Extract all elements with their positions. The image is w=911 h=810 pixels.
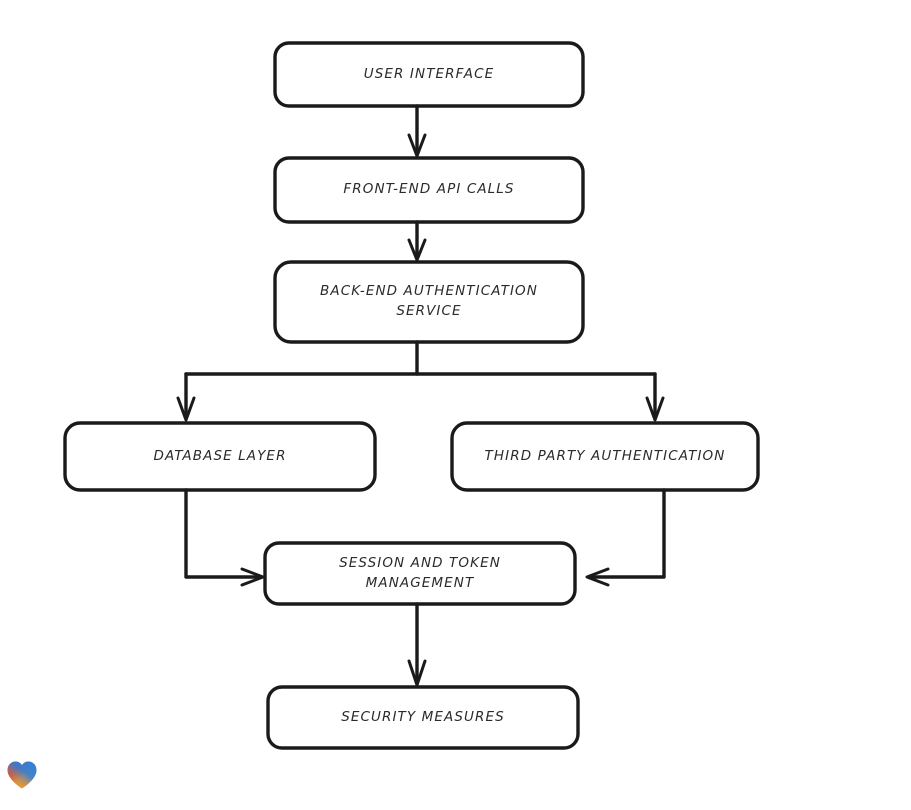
node-security-measures[interactable] xyxy=(266,685,580,750)
edge-backend-split-bus xyxy=(184,340,657,376)
edge-backend-to-database xyxy=(176,372,196,422)
edge-backend-to-thirdparty xyxy=(645,372,665,422)
edge-thirdparty-to-session xyxy=(585,488,666,587)
edge-api-to-backend xyxy=(407,220,427,262)
node-third-party-authentication[interactable] xyxy=(450,421,760,492)
node-database-layer[interactable] xyxy=(63,421,377,492)
node-front-end-api-calls[interactable] xyxy=(273,156,585,224)
heart-icon xyxy=(7,761,37,789)
node-user-interface[interactable] xyxy=(273,41,585,108)
edge-session-to-security xyxy=(407,602,427,687)
node-back-end-authentication-service[interactable] xyxy=(273,260,585,344)
node-session-and-token-management[interactable] xyxy=(263,541,577,606)
edge-ui-to-api xyxy=(407,104,427,158)
edge-database-to-session xyxy=(184,488,265,587)
